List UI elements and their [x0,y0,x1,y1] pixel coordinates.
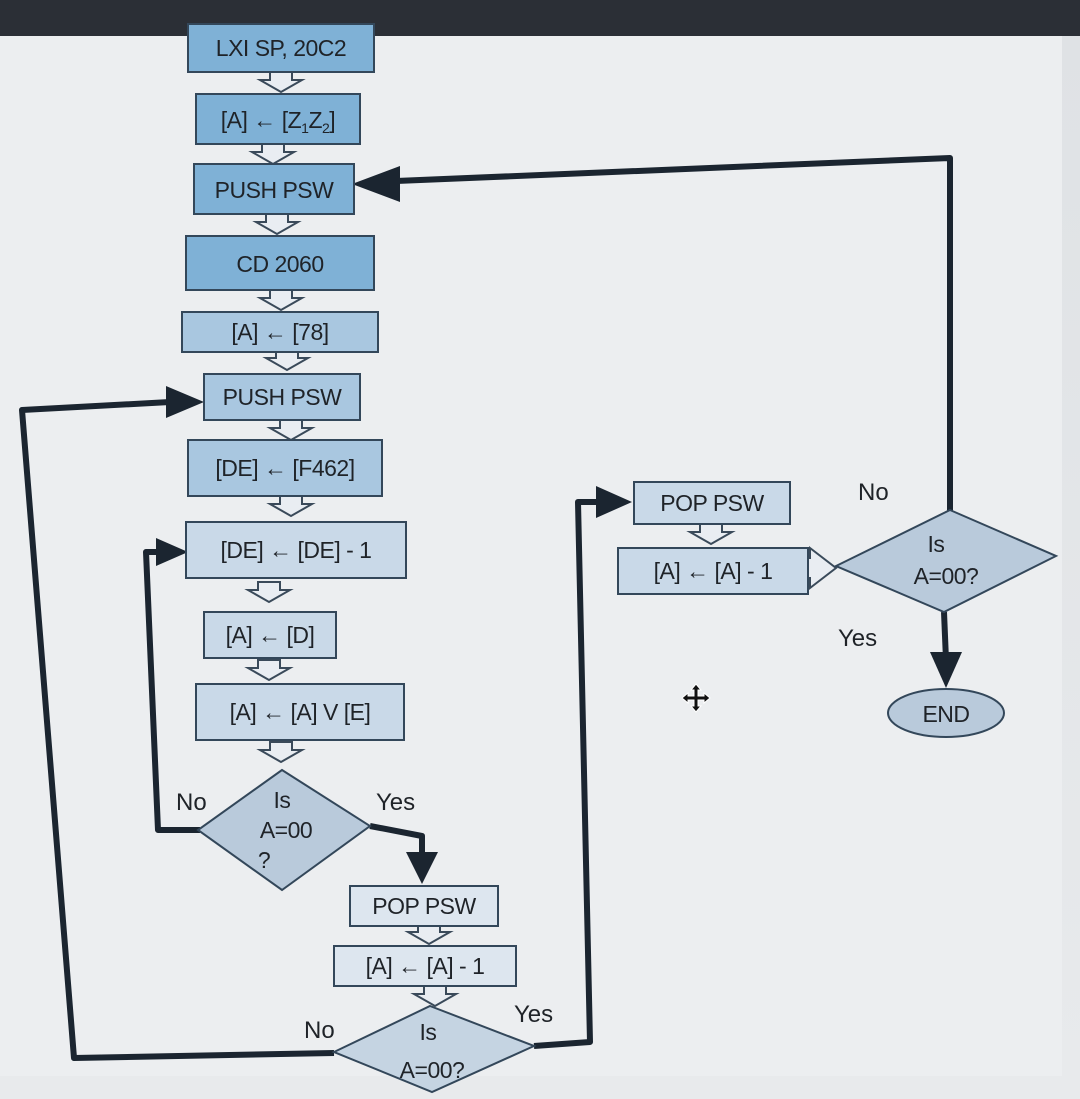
box-push-psw-2: PUSH PSW [203,373,361,421]
end-terminator: END [887,688,1005,738]
hollow-arrow-4 [256,289,306,312]
decision-3-no-label: No [858,479,889,506]
hollow-arrow-10 [256,741,306,764]
decision-1: Is A=00 ? [196,768,372,892]
box-a-dec-right: [A] ← [A] - 1 [617,547,809,595]
box-de-load-text: [DE] ← [F462] [215,455,354,481]
box-a-d: [A] ← [D] [203,611,337,659]
box-a-dec-mid-text: [A] ← [A] - 1 [366,953,485,979]
decision-2: Is A=00? [331,1004,537,1094]
hollow-arrow-3 [252,213,302,236]
decision-2-line1: Is [420,1019,437,1045]
box-load-a-text: [A] ← [Z [221,107,302,133]
end-text: END [922,701,969,727]
decision-2-no-label: No [304,1017,335,1044]
box-a-or-text: [A] ← [A] V [E] [230,699,371,725]
box-push-psw-2-text: PUSH PSW [223,384,342,410]
hollow-arrow-1 [256,71,306,94]
box-de-decrement: [DE] ← [DE] - 1 [185,521,407,579]
decision-1-line2: A=00 [260,817,312,843]
decision-1-line1: Is [274,787,291,813]
box-load-78-text: [A] ← [78] [231,319,328,345]
hollow-arrow-9 [244,659,294,682]
box-cd-2060-text: CD 2060 [236,251,323,277]
hollow-arrow-7 [266,495,316,518]
arrowhead-de-dec [156,538,188,566]
decision-1-line3: ? [258,847,270,873]
box-push-psw-1-text: PUSH PSW [215,177,334,203]
box-pop-psw-right: POP PSW [633,481,791,525]
box-a-d-text: [A] ← [D] [226,622,315,648]
decision-1-no-label: No [176,789,207,816]
box-load-a-end: ] [329,107,335,133]
arrowhead-push1 [352,166,400,202]
hollow-arrow-6 [266,419,316,442]
hollow-arrow-2 [248,143,298,166]
hollow-arrow-13 [686,523,736,546]
box-push-psw-1: PUSH PSW [193,163,355,215]
yes-line-2 [533,499,600,1049]
arrowhead-pop-mid [406,852,438,884]
decision-2-yes-label: Yes [514,1001,553,1028]
box-pop-psw-right-text: POP PSW [660,490,764,516]
decision-3-yes-label: Yes [838,625,877,652]
decision-1-yes-label: Yes [376,789,415,816]
arrowhead-pop-right [596,486,632,518]
arrowhead-end [930,652,962,688]
loop-inner-line [143,549,200,833]
decision-3: Is A=00? [833,508,1059,614]
svg-text:[A] ← [Z1Z2]: [A] ← [Z1Z2] [221,107,335,136]
arrowhead-push2 [166,386,204,418]
loop-outer-line [371,155,953,520]
box-pop-psw-mid: POP PSW [349,885,499,927]
box-pop-psw-mid-text: POP PSW [372,893,476,919]
box-de-load: [DE] ← [F462] [187,439,383,497]
hollow-arrow-8 [244,581,294,604]
decision-3-line1: Is [928,531,945,557]
box-a-dec-right-text: [A] ← [A] - 1 [654,558,773,584]
move-cursor-icon [681,683,711,713]
decision-3-line2: A=00? [914,563,979,589]
box-load-a-mid: Z [308,107,322,133]
box-load-78: [A] ← [78] [181,311,379,353]
box-a-dec-mid: [A] ← [A] - 1 [333,945,517,987]
box-lxi-text: LXI SP, 20C2 [216,35,346,61]
box-cd-2060: CD 2060 [185,235,375,291]
box-load-a-sub2: 2 [322,120,330,136]
hollow-arrows [244,71,838,1008]
box-de-decrement-text: [DE] ← [DE] - 1 [221,537,372,563]
decision-2-line2: A=00? [400,1057,465,1083]
loop-left-line [19,399,335,1061]
box-a-or: [A] ← [A] V [E] [195,683,405,741]
hollow-arrow-12 [410,985,460,1008]
box-load-a-sub1: 1 [301,120,309,136]
box-lxi: LXI SP, 20C2 [187,23,375,73]
box-load-a: [A] ← [Z1Z2] [195,93,361,145]
